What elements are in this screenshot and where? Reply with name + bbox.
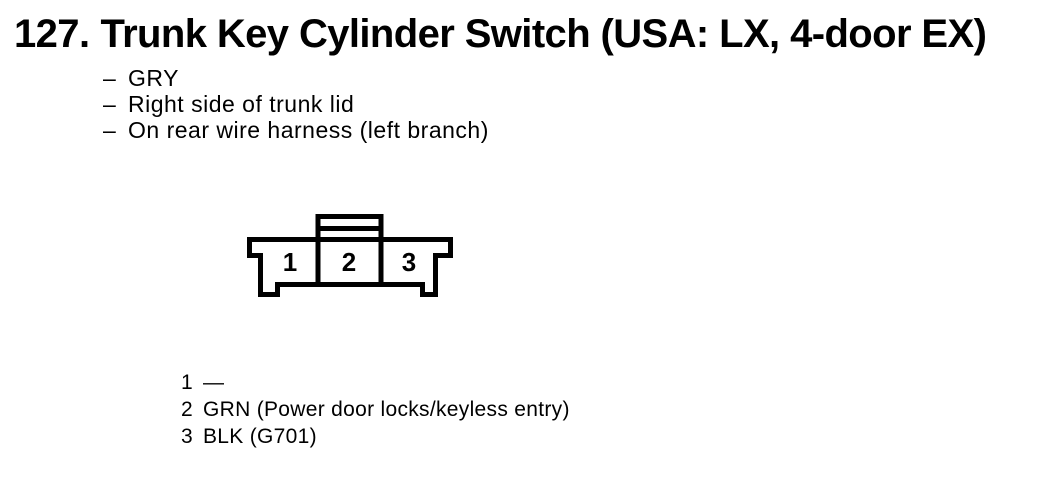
- dash-bullet: –: [103, 117, 117, 143]
- note-item: – Right side of trunk lid: [103, 91, 489, 117]
- item-number: 127.: [14, 12, 90, 56]
- connector-diagram: 1 2 3: [247, 214, 453, 297]
- legend-pin-label: GRN (Power door locks/keyless entry): [203, 398, 570, 421]
- note-text-location: Right side of trunk lid: [128, 91, 355, 117]
- dash-bullet: –: [103, 91, 117, 117]
- legend-pin-number: 2: [181, 398, 193, 421]
- legend-pin-number: 1: [181, 371, 193, 394]
- page-title: 127.Trunk Key Cylinder Switch (USA: LX, …: [14, 12, 987, 56]
- legend-row: 2 GRN (Power door locks/keyless entry): [181, 396, 570, 423]
- legend-row: 3 BLK (G701): [181, 423, 570, 450]
- pin2-cavity: [315, 237, 384, 287]
- legend-pin-label: —: [203, 371, 225, 394]
- pin-label-1: 1: [283, 247, 297, 277]
- pin-label-2: 2: [342, 247, 356, 277]
- note-text-color-code: GRY: [128, 65, 179, 91]
- dash-bullet: –: [103, 65, 117, 91]
- pin-legend: 1 — 2 GRN (Power door locks/keyless entr…: [181, 369, 570, 450]
- note-text-harness: On rear wire harness (left branch): [128, 117, 489, 143]
- connector-outline: [247, 237, 453, 297]
- item-title: Trunk Key Cylinder Switch (USA: LX, 4-do…: [100, 12, 987, 56]
- legend-pin-label: BLK (G701): [203, 425, 317, 448]
- legend-row: 1 —: [181, 369, 570, 396]
- pin-label-3: 3: [402, 247, 416, 277]
- note-item: – GRY: [103, 65, 489, 91]
- note-item: – On rear wire harness (left branch): [103, 117, 489, 143]
- legend-pin-number: 3: [181, 425, 193, 448]
- notes-list: – GRY – Right side of trunk lid – On rea…: [103, 65, 489, 143]
